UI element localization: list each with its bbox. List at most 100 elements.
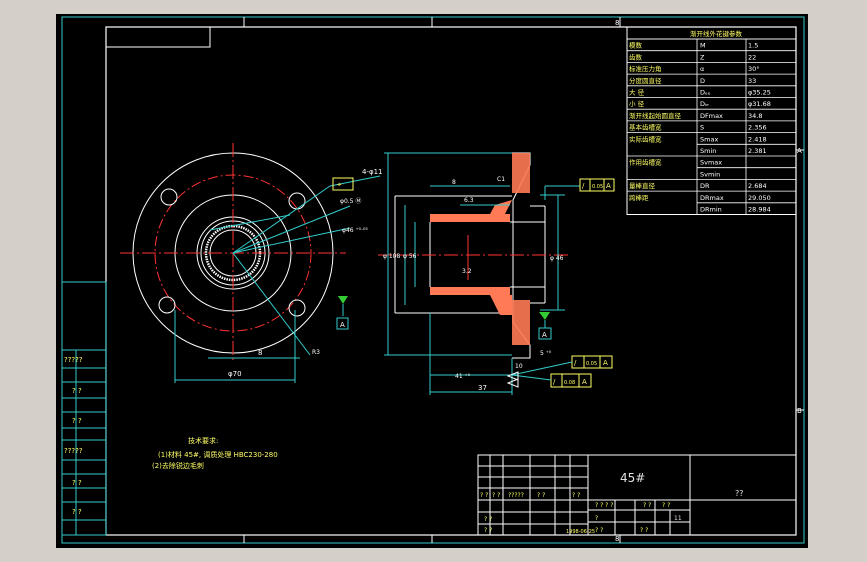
left-col-text-2: ? ? — [72, 387, 82, 395]
svg-text:? ?: ? ? — [595, 527, 603, 534]
param-symbol: DRmax — [700, 194, 724, 202]
overall-length-dim: 37 — [478, 384, 487, 392]
param-name: 量棒直径 — [629, 181, 656, 190]
svg-text:? ? ? ?: ? ? ? ? — [595, 502, 613, 509]
svg-text:A: A — [606, 182, 611, 190]
svg-text:? ?: ? ? — [640, 527, 648, 534]
param-name: 基本齿槽宽 — [629, 123, 662, 132]
svg-text:φ 108: φ 108 — [383, 253, 401, 260]
param-name: 跨棒距 — [629, 193, 649, 202]
param-symbol: Dᵢₑ — [700, 100, 709, 108]
svg-text:?: ? — [595, 515, 598, 522]
svg-text:C1: C1 — [497, 176, 505, 183]
r3-dim: R3 — [312, 349, 320, 356]
param-symbol: Dₑₑ — [700, 89, 711, 97]
param-symbol: Smax — [700, 135, 718, 143]
svg-text:A: A — [603, 359, 608, 367]
part-name-label: ?? — [735, 489, 744, 498]
param-value: 33 — [748, 77, 756, 85]
param-name: 分度圆直径 — [629, 76, 662, 85]
zone-mark-top: 8 — [615, 19, 619, 27]
left-col-text-3: ? ? — [72, 417, 82, 425]
param-symbol: D — [700, 77, 705, 85]
param-value: 1.5 — [748, 42, 758, 50]
svg-text:⌖: ⌖ — [337, 180, 342, 189]
svg-text:0.05: 0.05 — [586, 361, 597, 367]
drawing-paper — [56, 14, 808, 548]
notes-line-2: (2)去除锐边毛刺 — [152, 461, 204, 470]
svg-text:? ?: ? ? — [662, 502, 670, 509]
param-table-title: 渐开线外花键参数 — [690, 29, 743, 38]
svg-text:? ?: ? ? — [484, 527, 492, 534]
zone-mark-bottom: 8 — [615, 535, 619, 543]
svg-text:?????: ????? — [508, 492, 524, 499]
param-symbol: DR — [700, 182, 710, 190]
param-symbol: Svmin — [700, 170, 720, 178]
param-value: 2.381 — [748, 147, 767, 155]
scale-label: 11 — [674, 515, 682, 522]
param-value: 22 — [748, 53, 756, 61]
svg-text:φ0.5 Ⓜ: φ0.5 Ⓜ — [340, 197, 361, 205]
svg-text:8: 8 — [452, 179, 456, 186]
svg-text:? ?: ? ? — [484, 516, 492, 523]
svg-text:5 ⁺⁰: 5 ⁺⁰ — [540, 350, 552, 357]
param-symbol: M — [700, 42, 706, 50]
param-name: 实际齿槽宽 — [629, 134, 662, 143]
param-symbol: Svmax — [700, 159, 722, 167]
title-block: 45# ?? 11 ? ? ? ? ????? ? ? ? ? ? ? ? ? … — [477, 454, 797, 536]
pcd-dim: φ70 — [228, 370, 242, 378]
param-value: 2.356 — [748, 124, 767, 132]
svg-text:φ46 ⁺⁰·⁰⁵: φ46 ⁺⁰·⁰⁵ — [342, 227, 368, 234]
outer-frame — [61, 16, 805, 544]
notes-line-1: (1)材料 45#, 调质处理 HBC230-280 — [158, 450, 278, 459]
holes-dim: 4-φ11 — [362, 168, 383, 176]
svg-text:3.2: 3.2 — [462, 268, 472, 275]
notes-title: 技术要求: — [188, 436, 218, 445]
param-value: 29.050 — [748, 194, 771, 202]
svg-text:10: 10 — [515, 363, 523, 370]
param-symbol: S — [700, 124, 704, 132]
zone-mark-a: A — [797, 147, 802, 155]
zone-mark-b: B — [797, 407, 802, 415]
param-name: 模数 — [629, 41, 643, 50]
param-value: 2.418 — [748, 135, 767, 143]
svg-text:1998-06-25: 1998-06-25 — [566, 529, 595, 535]
left-col-text-5: ? ? — [72, 479, 82, 487]
param-value: 2.684 — [748, 182, 767, 190]
front-view: ⌖ 4-φ11 φ0.5 Ⓜ φ46 ⁺⁰·⁰⁵ A φ70 8 R3 — [120, 143, 383, 383]
svg-text:A: A — [582, 378, 587, 386]
param-value: 28.984 — [748, 206, 771, 214]
param-value: 30° — [748, 65, 760, 73]
svg-text:41 ⁺⁰: 41 ⁺⁰ — [455, 373, 471, 380]
param-name: 作用齿槽宽 — [629, 158, 662, 167]
svg-text:? ?: ? ? — [643, 502, 651, 509]
svg-text:A: A — [340, 321, 345, 329]
param-name: 齿数 — [629, 52, 643, 61]
svg-text:/: / — [553, 378, 556, 386]
param-symbol: DFmax — [700, 112, 723, 120]
svg-text:? ?: ? ? — [572, 492, 580, 499]
svg-text:/: / — [582, 182, 585, 190]
svg-text:φ 46: φ 46 — [550, 255, 564, 262]
svg-text:A: A — [542, 331, 547, 339]
left-col-text-1: ????? — [64, 356, 83, 364]
inner-frame — [105, 26, 797, 536]
svg-text:/: / — [574, 359, 577, 367]
param-name: 标准压力角 — [629, 64, 662, 73]
param-symbol: Smin — [700, 147, 716, 155]
svg-text:φ 56: φ 56 — [403, 253, 417, 260]
svg-text:6.3: 6.3 — [464, 197, 474, 204]
svg-text:? ?: ? ? — [537, 492, 545, 499]
param-value: φ31.68 — [748, 100, 771, 108]
param-symbol: Z — [700, 53, 705, 61]
section-view: 37 8 6.3 C1 3.2 41 ⁺⁰ φ 108 φ 56 φ 46 5 … — [378, 152, 615, 395]
param-value: φ35.25 — [748, 89, 771, 97]
param-name: 小 径 — [629, 99, 645, 108]
svg-text:0.08: 0.08 — [564, 380, 575, 386]
svg-text:? ?: ? ? — [492, 492, 500, 499]
svg-text:8: 8 — [258, 349, 262, 357]
param-value: 34.8 — [748, 112, 762, 120]
left-col-text-4: ????? — [64, 447, 83, 455]
